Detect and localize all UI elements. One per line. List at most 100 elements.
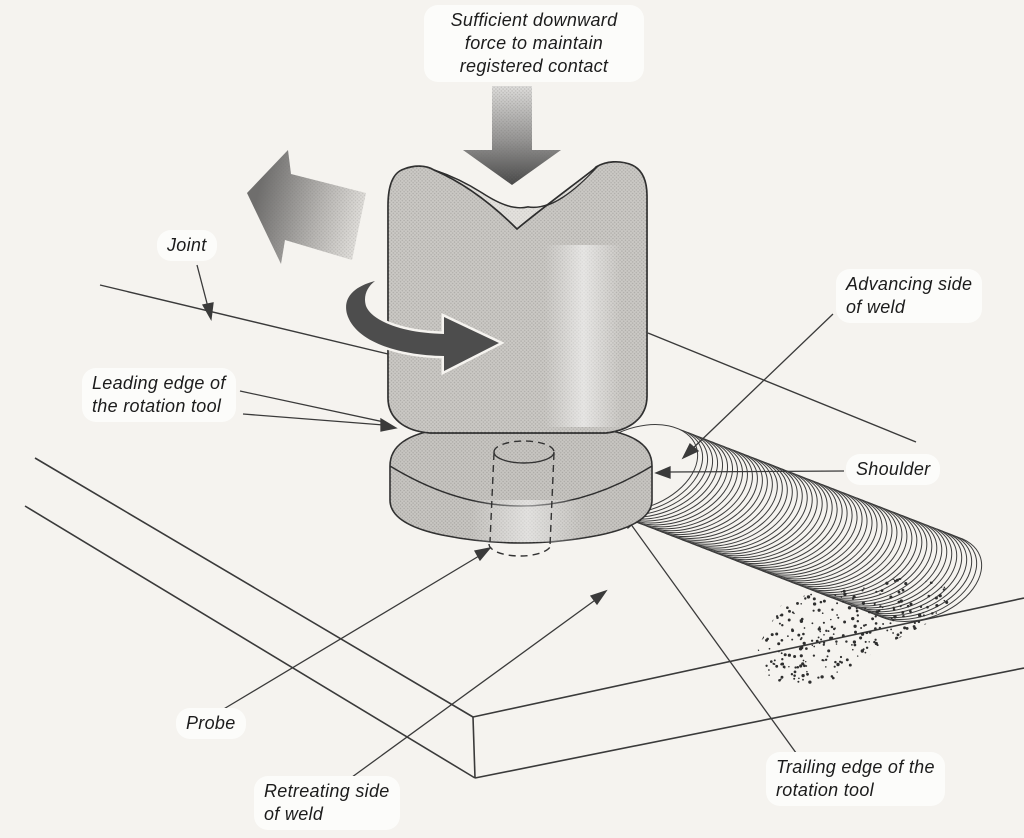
stipple-dot: [822, 659, 825, 662]
stipple-dot: [899, 631, 903, 634]
stipple-dot: [823, 633, 825, 636]
stipple-dot: [778, 622, 781, 625]
stipple-dot: [778, 678, 781, 682]
stipple-dot: [933, 688, 936, 690]
stipple-dot: [851, 616, 855, 621]
stipple-dot: [917, 629, 920, 632]
stipple-dot: [924, 623, 927, 626]
arrowhead-icon: [201, 302, 214, 322]
stipple-dot: [783, 653, 787, 657]
stipple-dot: [768, 595, 771, 598]
stipple-dot: [784, 582, 788, 586]
stipple-dot: [875, 610, 879, 614]
stipple-dot: [823, 622, 825, 624]
stipple-dot: [944, 636, 946, 639]
shoulder-highlight: [460, 500, 590, 542]
stipple-dot: [892, 685, 896, 688]
stipple-dot: [782, 686, 786, 689]
stipple-dot: [856, 655, 859, 657]
stipple-dot: [886, 629, 889, 632]
stipple-dot: [927, 635, 930, 638]
stipple-dot: [835, 640, 838, 643]
stipple-dot: [874, 654, 877, 656]
stipple-dot: [899, 636, 903, 640]
stipple-dot: [930, 672, 934, 676]
tool-cylinder: [387, 160, 648, 434]
stipple-dot: [830, 675, 834, 678]
stipple-dot: [918, 652, 923, 656]
stipple-dot: [818, 626, 821, 629]
stipple-dot: [865, 646, 869, 650]
stipple-dot: [888, 680, 891, 684]
label-shoulder: Shoulder: [846, 454, 941, 485]
stipple-dot: [895, 636, 899, 640]
stipple-dot: [945, 622, 948, 625]
stipple-dot: [927, 644, 930, 647]
stipple-dot: [852, 595, 856, 599]
stipple-dot: [775, 583, 779, 587]
stipple-dot: [899, 599, 903, 603]
stipple-dot: [925, 625, 928, 627]
stipple-dot: [926, 665, 929, 668]
stipple-dot: [783, 589, 786, 592]
stipple-dot: [766, 620, 769, 623]
stipple-dot: [765, 664, 768, 667]
stipple-dot: [929, 581, 933, 584]
stipple-dot: [835, 643, 838, 645]
stipple-dot: [896, 633, 900, 637]
plate-back-edge: [647, 332, 917, 443]
stipple-dot: [905, 682, 907, 685]
stipple-dot: [837, 616, 840, 619]
stipple-dot: [855, 607, 858, 610]
stipple-dot: [940, 586, 943, 588]
stipple-dot: [895, 687, 899, 690]
stipple-dot: [841, 634, 845, 638]
label-trailing-edge-line1: Trailing edge of the: [776, 757, 935, 777]
stipple-dot: [874, 627, 877, 630]
label-trailing-edge-line2: rotation tool: [776, 780, 874, 800]
label-leading-edge-line2: the rotation tool: [92, 396, 222, 416]
arrowhead-icon: [380, 417, 398, 432]
stipple-dot: [882, 675, 886, 678]
stipple-dot: [843, 688, 846, 690]
stipple-dot: [943, 599, 946, 602]
label-shoulder-text: Shoulder: [856, 459, 931, 479]
stipple-dot: [884, 648, 888, 653]
stipple-dot: [778, 604, 782, 607]
stipple-dot: [822, 641, 826, 644]
stipple-dot: [945, 651, 949, 655]
stipple-dot: [874, 615, 877, 618]
stipple-dot: [791, 638, 794, 641]
stipple-dot: [777, 642, 781, 646]
stipple-dot: [920, 658, 924, 662]
stipple-dot: [810, 639, 814, 642]
stipple-dot: [796, 665, 800, 669]
stipple-dot: [929, 679, 931, 681]
stipple-dot: [845, 658, 849, 662]
stipple-dot: [832, 676, 835, 680]
stipple-dot: [906, 667, 910, 671]
stipple-dot: [880, 683, 884, 687]
stipple-dot: [862, 648, 865, 651]
stipple-dot: [803, 627, 806, 629]
stipple-dot: [832, 633, 835, 635]
stipple-dot: [837, 681, 840, 684]
stipple-dot: [803, 664, 806, 668]
stipple-dot: [789, 591, 792, 594]
stipple-dot: [886, 644, 889, 647]
stipple-dot: [922, 611, 924, 614]
joint-line: [99, 284, 389, 355]
stipple-dot: [931, 655, 935, 659]
stipple-dot: [804, 597, 807, 600]
stipple-dot: [863, 624, 866, 627]
stipple-dot: [806, 595, 811, 599]
stipple-dot: [791, 628, 794, 631]
stipple-dot: [864, 651, 867, 654]
label-leading-edge: Leading edge of the rotation tool: [82, 368, 236, 422]
stipple-dot: [802, 633, 805, 635]
shoulder-leader: [654, 466, 845, 479]
stipple-dot: [865, 669, 868, 672]
stipple-dot: [802, 641, 806, 645]
stipple-dot: [934, 596, 938, 600]
